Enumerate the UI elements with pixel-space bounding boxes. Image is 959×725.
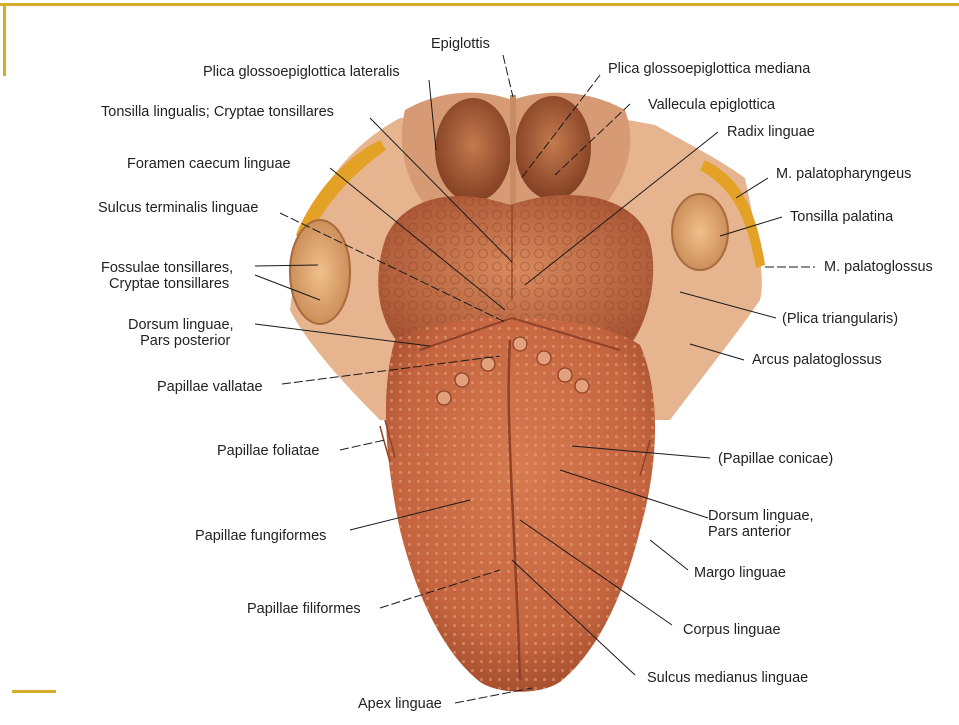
label-tonsilla-palatina: Tonsilla palatina (790, 209, 894, 225)
label-m-palatopharyngeus: M. palatopharyngeus (776, 166, 912, 182)
sulcus-terminalis (419, 316, 621, 351)
label-papillae-filiformes: Papillae filiformes (247, 601, 361, 617)
label-corpus-linguae: Corpus linguae (683, 622, 781, 638)
vallecula-right (515, 96, 591, 200)
leader-lines (254, 54, 815, 704)
label-vallecula-epiglottica: Vallecula epiglottica (648, 97, 776, 113)
label-papillae-conicae: (Papillae conicae) (718, 451, 834, 467)
sulcus-medianus (507, 339, 522, 681)
right-yellow-muscle (700, 160, 765, 268)
label-papillae-foliatae: Papillae foliatae (217, 443, 320, 459)
label-epiglottis: Epiglottis (431, 36, 490, 52)
label-margo-linguae: Margo linguae (694, 565, 786, 581)
label-plica-glossoepiglottica-mediana: Plica glossoepiglottica mediana (608, 61, 811, 77)
label-apex-linguae: Apex linguae (358, 696, 442, 712)
label-sulcus-terminalis: Sulcus terminalis linguae (98, 200, 259, 216)
left-yellow-muscle (296, 140, 386, 245)
label-arcus-palatoglossus: Arcus palatoglossus (752, 352, 882, 368)
label-papillae-vallatae: Papillae vallatae (157, 379, 263, 395)
label-plica-glossoepiglottica-lateralis: Plica glossoepiglottica lateralis (203, 64, 400, 80)
label-foramen-caecum: Foramen caecum linguae (127, 156, 291, 172)
label-dorsum-linguae-anterior: Dorsum linguae, Pars anterior (708, 508, 814, 540)
label-tonsilla-lingualis: Tonsilla lingualis; Cryptae tonsillares (101, 104, 334, 120)
tonsilla-palatina-left (289, 219, 351, 325)
label-plica-triangularis: (Plica triangularis) (782, 311, 899, 327)
label-radix-linguae: Radix linguae (727, 124, 815, 140)
tonsilla-palatina-right (671, 193, 729, 271)
label-fossulae-tonsillares: Fossulae tonsillares, Cryptae tonsillare… (101, 260, 234, 292)
frame-bottom-accent (12, 690, 56, 693)
vallecula-left (435, 98, 511, 202)
label-m-palatoglossus: M. palatoglossus (824, 259, 933, 275)
frame-left-rule (3, 3, 6, 76)
label-papillae-fungiformes: Papillae fungiformes (195, 528, 327, 544)
label-sulcus-medianus: Sulcus medianus linguae (647, 670, 809, 686)
frame-top-rule (0, 3, 959, 6)
papillae-vallatae-group (436, 336, 590, 406)
label-dorsum-linguae-posterior: Dorsum linguae, Pars posterior (128, 317, 234, 349)
